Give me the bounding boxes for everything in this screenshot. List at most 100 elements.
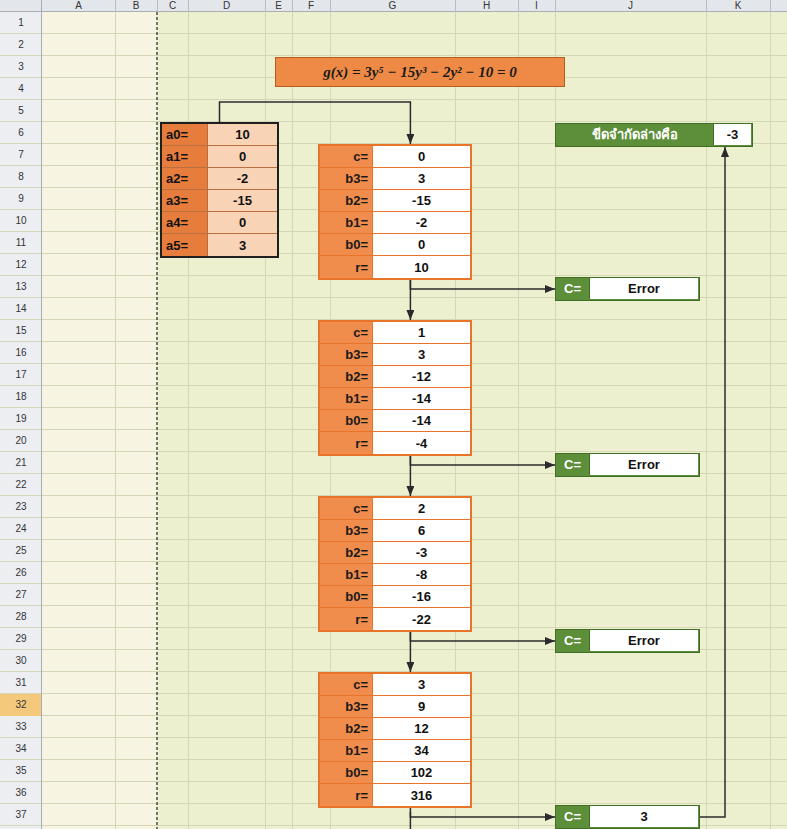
label-cell: c= [320, 498, 372, 520]
lower-limit-box: ขีดจำกัดล่างคือ -3 [555, 123, 753, 147]
cell-label: b0= [345, 765, 368, 780]
cell-label: b1= [345, 743, 368, 758]
row-number: 23 [0, 496, 42, 518]
cell-value: Error [628, 633, 660, 648]
box-row: b0=-14 [320, 410, 470, 432]
title-box: g(x) = 3y⁵ − 15y³ − 2y² − 10 = 0 [275, 57, 565, 87]
box-row: C=Error [556, 630, 699, 651]
cell-value: 12 [414, 721, 428, 736]
row-number: 28 [0, 606, 42, 628]
cell-value: -3 [727, 127, 739, 142]
row-number: 27 [0, 584, 42, 606]
header-border [41, 0, 42, 829]
cell-label: b3= [345, 523, 368, 538]
cell-label: b3= [345, 171, 368, 186]
box-row: b1= 34 [320, 740, 470, 762]
row-header-band [0, 12, 42, 829]
value-cell: 10 [372, 256, 470, 278]
value-cell: -2 [207, 168, 277, 190]
gridline [115, 12, 116, 829]
label-cell: b1= [320, 740, 372, 762]
result-box: C=Error [555, 453, 700, 477]
column-header: K [706, 0, 770, 12]
label-cell: b3= [320, 344, 372, 366]
value-cell: -15 [372, 190, 470, 212]
box-row: b2=-15 [320, 190, 470, 212]
box-row: b3= 6 [320, 520, 470, 542]
label-cell: b1= [320, 388, 372, 410]
cell-value: -2 [416, 215, 428, 230]
label-cell: r= [320, 608, 372, 630]
cell-label: b1= [345, 567, 368, 582]
row-number: 19 [0, 408, 42, 430]
header-border [0, 11, 787, 12]
cell-value: 0 [418, 149, 425, 164]
label-cell: a3= [162, 190, 207, 212]
value-cell: 102 [372, 762, 470, 784]
cell-label: ขีดจำกัดล่างคือ [592, 124, 678, 145]
label-cell: C= [556, 806, 589, 827]
result-box: C=Error [555, 629, 700, 653]
row-number: 15 [0, 320, 42, 342]
row-header-lines [0, 12, 42, 829]
value-cell: 3 [372, 168, 470, 190]
label-cell: b2= [320, 718, 372, 740]
value-cell: 34 [372, 740, 470, 762]
cell-label: b0= [345, 589, 368, 604]
row-number: 34 [0, 738, 42, 760]
cell-value: 10 [235, 127, 249, 142]
box-row: b0= -16 [320, 586, 470, 608]
header-separator [455, 0, 456, 12]
box-row: r= 316 [320, 784, 470, 806]
cell-label: r= [355, 260, 368, 275]
synthetic-division-box: c=3b3=9 b2= 12 b1= 34 b0= 102 r= 316 [318, 672, 472, 808]
box-row: b3=3 [320, 344, 470, 366]
label-cell: a4= [162, 212, 207, 234]
value-cell: -3 [713, 124, 751, 145]
cell-value: 316 [411, 788, 433, 803]
cell-value: 2 [418, 501, 425, 516]
box-row: c= 2 [320, 498, 470, 520]
cell-label: a2= [166, 171, 188, 186]
box-row: b3=9 [320, 696, 470, 718]
cell-label: c= [353, 149, 368, 164]
cell-value: 9 [418, 699, 425, 714]
value-cell: 3 [207, 234, 277, 256]
row-number: 16 [0, 342, 42, 364]
cell-label: b1= [345, 391, 368, 406]
value-cell: -2 [372, 212, 470, 234]
cell-label: b2= [345, 721, 368, 736]
cell-value: -15 [412, 193, 431, 208]
result-box: C= 3 [555, 805, 700, 829]
cell-value: -3 [416, 545, 428, 560]
box-row: C= 3 [556, 806, 699, 827]
value-cell: 9 [372, 696, 470, 718]
value-cell: -12 [372, 366, 470, 388]
row-number: 8 [0, 166, 42, 188]
label-cell: a2= [162, 168, 207, 190]
cell-label: C= [564, 457, 581, 472]
row-number: 25 [0, 540, 42, 562]
cell-label: r= [355, 612, 368, 627]
label-cell: C= [556, 278, 589, 299]
row-number: 20 [0, 430, 42, 452]
gridline [292, 12, 293, 829]
box-row: ขีดจำกัดล่างคือ -3 [556, 124, 752, 145]
cell-label: r= [355, 788, 368, 803]
cell-value: -15 [233, 193, 252, 208]
box-row: c=3 [320, 674, 470, 696]
cell-value: 3 [640, 809, 647, 824]
cell-value: 1 [418, 325, 425, 340]
label-cell: r= [320, 432, 372, 454]
value-cell: -16 [372, 586, 470, 608]
row-number: 36 [0, 782, 42, 804]
synthetic-division-box: c=2b3=6b2=-3b1=-8b0=-16r=-22 [318, 496, 472, 632]
column-header: F [292, 0, 330, 12]
row-number: 13 [0, 276, 42, 298]
box-row: b0=0 [320, 234, 470, 256]
cell-value: 6 [418, 523, 425, 538]
row-number: 3 [0, 56, 42, 78]
label-cell: b2= [320, 366, 372, 388]
